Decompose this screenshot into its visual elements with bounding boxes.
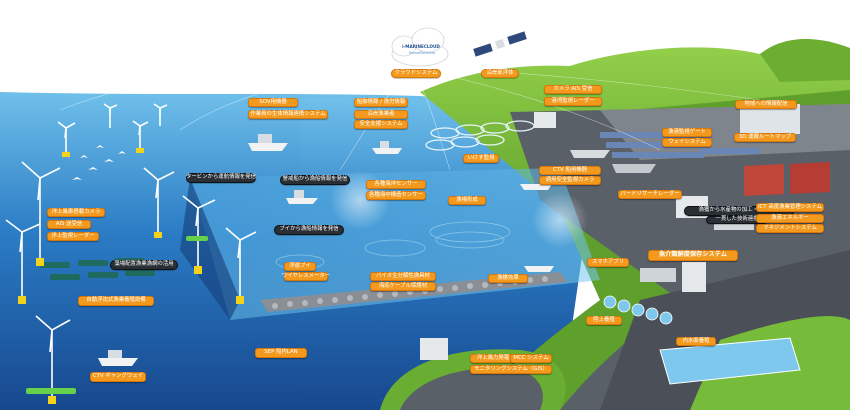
label-mcc: MCC システム <box>510 354 552 363</box>
label-ctv-camera-a: CTV 船用機器 <box>539 166 601 175</box>
label-wave-meter: ワイヤレスメーター <box>282 272 330 281</box>
label-retail: 魚介類鮮度保存システム <box>648 250 738 261</box>
label-harbor-gateway-b: ウェイシステム <box>662 138 712 147</box>
cloud-icon <box>391 27 449 67</box>
wind-turbines <box>5 103 257 400</box>
label-bio-a: バイオ生分解性漁具材 <box>370 272 436 281</box>
label-ict: ICT 高度漁業管理システム <box>756 203 824 212</box>
brand-logo: i-MARINECLOUD <box>402 44 440 50</box>
label-camera-ais: カメラ AIS 受信 <box>544 85 602 94</box>
vessels <box>98 134 656 366</box>
label-smart-app: スマホアプリ <box>587 258 629 267</box>
label-land-farm: 陸上養殖 <box>586 316 622 325</box>
label-satellite: 沿岸部浮体 <box>481 69 519 78</box>
label-ctv-gangway: CTV ギャングウェイ <box>90 372 146 382</box>
label-inland-farm: 内水面養殖 <box>676 337 716 346</box>
brand-tagline: SmartFisheries <box>408 51 436 56</box>
label-bio-b: 海底ケーブル保護材 <box>370 282 436 291</box>
satellite-icon <box>473 31 527 57</box>
land-tanks <box>603 295 673 325</box>
container-rows <box>600 132 760 158</box>
label-ais-recv: AIS 送受信 <box>47 220 91 229</box>
label-coastal-safety-a: 沿岸漁業者 <box>354 110 408 119</box>
inland-pond <box>659 337 801 385</box>
label-offshore-radar: 洋上監視レーダー <box>47 232 99 241</box>
label-energy-a: 漁港エネルギー <box>756 214 824 223</box>
label-kelp: 藻場配置漁業漁網の活用 <box>110 260 178 270</box>
label-coastal-safety-b: 安全支援システム <box>354 120 408 129</box>
label-fish-gather: 漁礁効果 <box>488 274 528 283</box>
zone-edge <box>180 178 240 320</box>
label-sensor-b: 各種海中構造センサー <box>366 191 426 200</box>
label-ship-info: 船舶情報 / 漁労情報 <box>354 98 408 107</box>
label-buoy: 浮遊ブイ <box>284 262 316 271</box>
label-reef: 漁場形成 <box>448 196 486 205</box>
label-sep-lan: SEP 船内LAN <box>255 348 307 358</box>
label-vessel-support: 作業員の生体情報連携システム <box>248 110 328 119</box>
label-offshore-camera: 洋上風車搭載カメラ <box>47 208 105 217</box>
label-sensor-a: 各種海洋センサー <box>366 180 426 189</box>
label-auto-float: 自動浮沈式漁業養殖設備 <box>78 296 154 306</box>
label-harbor-gateway-a: 漁港監視ゲート <box>662 128 712 137</box>
label-buoy-info: ブイから漁船情報を発信 <box>274 225 344 235</box>
glow-a <box>532 192 588 248</box>
label-energy-b: マネジメントシステム <box>756 224 824 233</box>
label-cage-monitor: いけす監視 <box>463 154 499 163</box>
label-cloud-system: クラウドシステム <box>391 69 441 78</box>
hill-peak <box>760 38 850 82</box>
signal-arcs <box>59 65 761 171</box>
label-warn-fishing: 警戒船から漁船情報を発信 <box>280 175 350 185</box>
peninsula-pier <box>400 367 543 410</box>
float-bases <box>26 236 208 394</box>
turbine-bases <box>18 148 244 404</box>
label-monitoring: モニタリングシステム（GIS） <box>470 365 552 374</box>
label-region-info: 地域への情報配信 <box>735 100 797 109</box>
label-bird-radar: バードリサーチレーダー <box>618 190 682 199</box>
label-route-map: 3D 運搬ルートマップ <box>734 133 796 142</box>
seabirds <box>72 145 126 180</box>
label-harbor-radar: 港湾監視レーダー <box>544 97 602 106</box>
label-ctv-camera-b: 適用安全監視カメラ <box>539 176 601 185</box>
label-sov: SOV用機器 <box>248 98 298 107</box>
label-turbine-info: タービンから運航情報を発信 <box>186 173 256 183</box>
